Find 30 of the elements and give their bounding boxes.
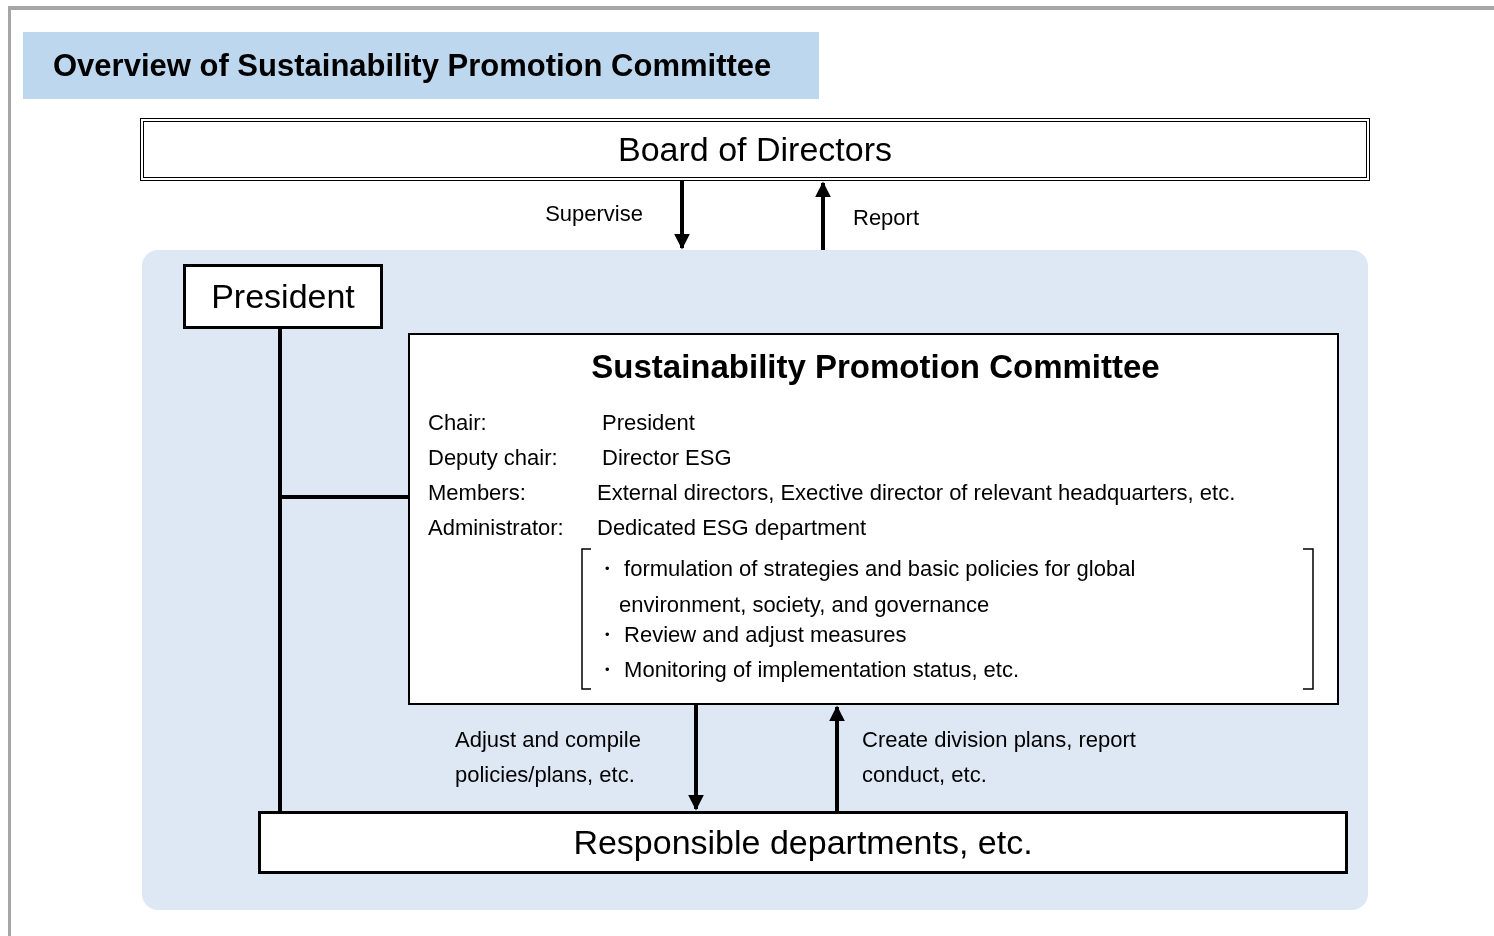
connector-line (278, 329, 282, 811)
org-box (258, 811, 1348, 874)
title-banner: Overview of Sustainability Promotion Committee (23, 32, 819, 99)
box-label: Board of Directors (618, 130, 892, 169)
org-box (140, 118, 1370, 181)
org-box (183, 264, 383, 329)
text-label: Members: (428, 481, 526, 506)
bullet-item: ・ formulation of strategies and basic policies for global environment, society, and governance (596, 555, 1137, 619)
box-label: President (211, 277, 355, 316)
arrow (815, 181, 831, 250)
box-label: Responsible departments, etc. (573, 823, 1033, 862)
arrow (674, 181, 690, 250)
text-label: Director ESG (602, 446, 732, 471)
text-label: External directors, Exective director of relevant headquarters, etc. (597, 481, 1236, 506)
text-label: President (602, 411, 695, 436)
text-label: Dedicated ESG department (597, 516, 867, 541)
committee-box (408, 333, 1339, 705)
edge-label: Supervise (545, 200, 643, 228)
text-label: Chair: (428, 411, 487, 436)
arrow (688, 705, 704, 811)
text-label: Administrator: (428, 516, 564, 541)
text-label: Deputy chair: (428, 446, 558, 471)
edge-label: Report (853, 204, 920, 232)
committee-heading: Sustainability Promotion Committee (590, 349, 1161, 386)
bullet-item: ・ Review and adjust measures (596, 623, 907, 648)
arrow (829, 705, 845, 811)
bullet-item: ・ Monitoring of implementation status, etc. (596, 658, 1020, 683)
group-panel (142, 250, 1368, 910)
edge-label: Create division plans, report conduct, etc. (862, 726, 1137, 789)
edge-label: Adjust and compile policies/plans, etc. (455, 726, 642, 789)
